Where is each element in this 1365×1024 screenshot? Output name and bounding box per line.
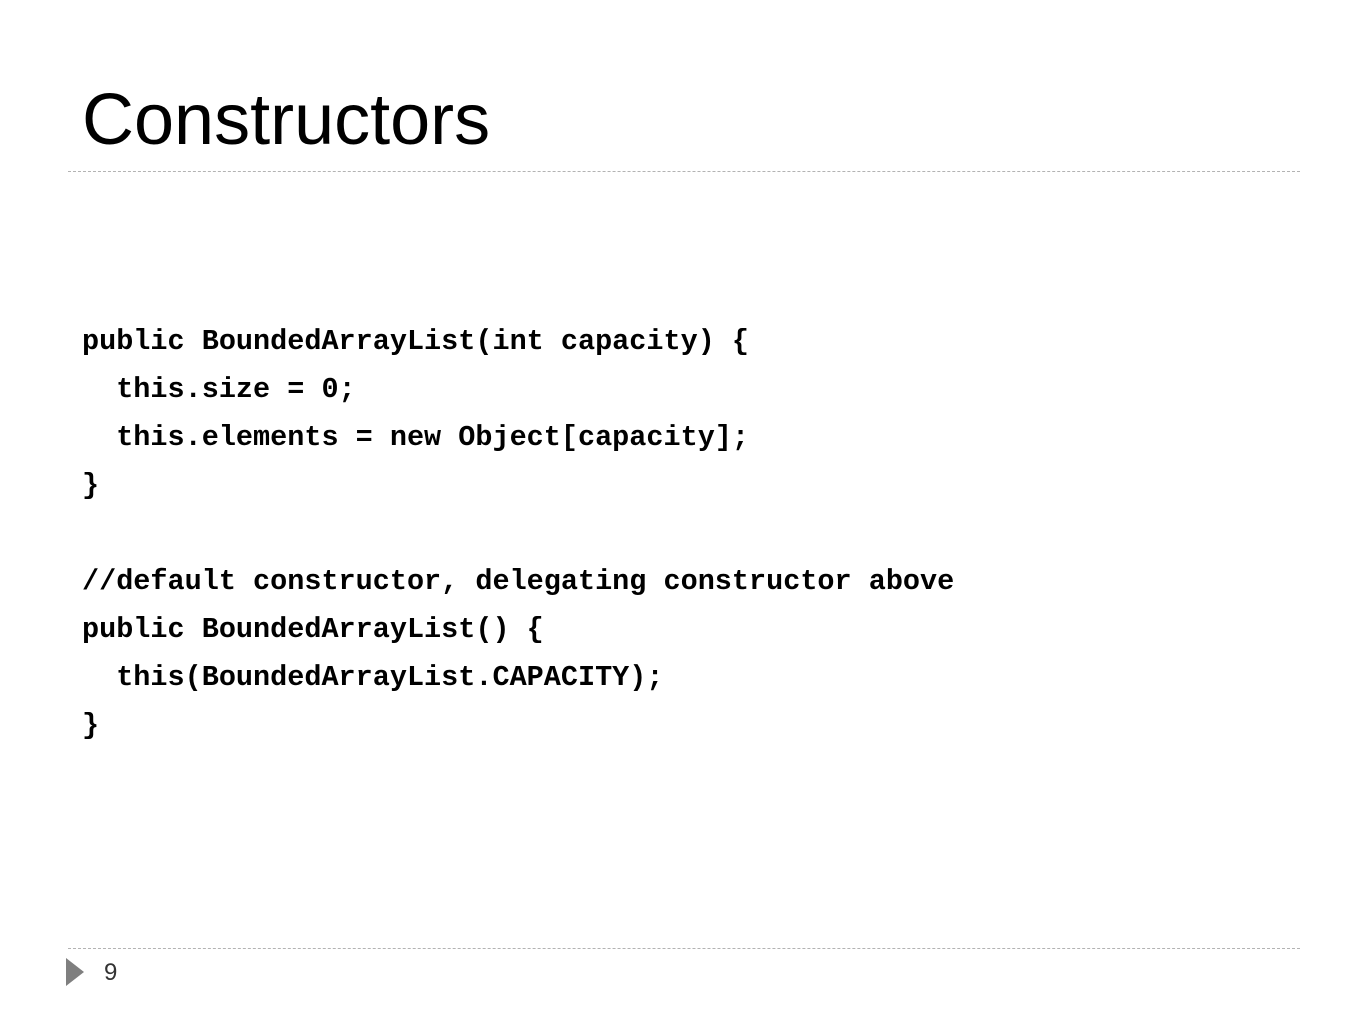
code-line: } bbox=[82, 709, 100, 742]
code-line: this(BoundedArrayList.CAPACITY); bbox=[82, 661, 664, 694]
footer-divider bbox=[68, 948, 1300, 949]
code-line: //default constructor, delegating constr… bbox=[82, 565, 955, 598]
slide-title: Constructors bbox=[82, 80, 491, 160]
code-line: public BoundedArrayList() { bbox=[82, 613, 544, 646]
triangle-right-icon bbox=[66, 958, 84, 986]
code-line: this.elements = new Object[capacity]; bbox=[82, 421, 750, 454]
title-divider bbox=[68, 171, 1300, 172]
code-line bbox=[82, 510, 954, 558]
code-line: public BoundedArrayList(int capacity) { bbox=[82, 325, 750, 358]
code-line: this.size = 0; bbox=[82, 373, 356, 406]
code-line: } bbox=[82, 469, 100, 502]
code-block: public BoundedArrayList(int capacity) { … bbox=[82, 318, 954, 750]
slide-number: 9 bbox=[104, 959, 118, 986]
